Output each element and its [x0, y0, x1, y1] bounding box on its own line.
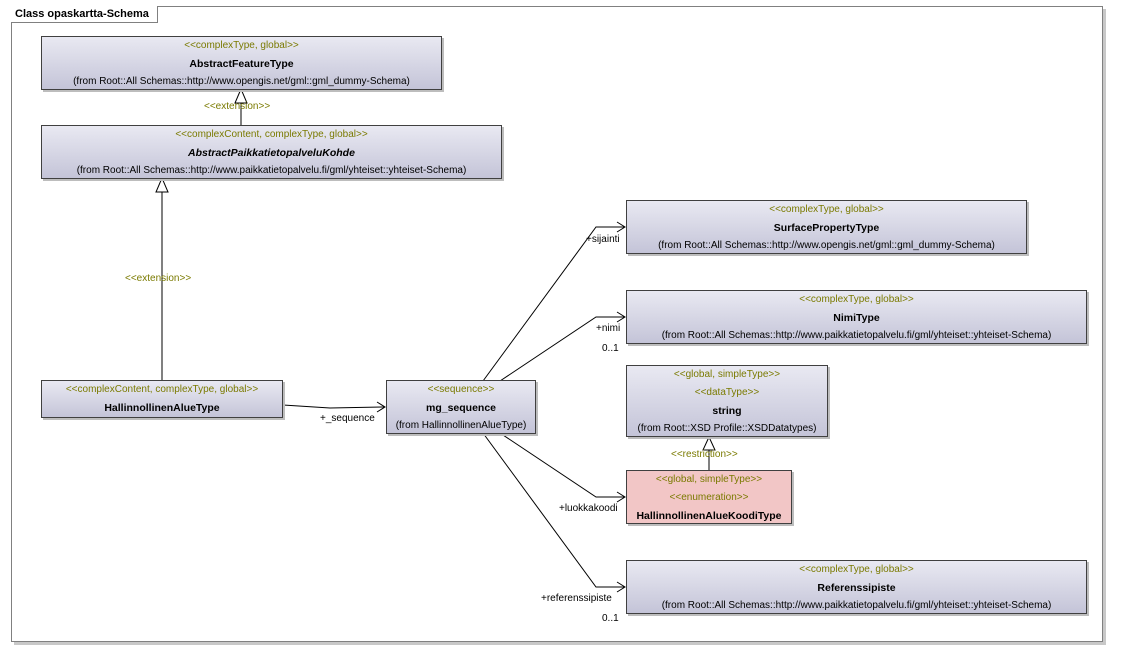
class-origin: (from HallinnollinenAlueType): [395, 420, 527, 431]
class-mg-sequence[interactable]: <<sequence>> mg_sequence (from Hallinnol…: [386, 380, 536, 434]
stereotype-label: <<global, simpleType>>: [655, 474, 763, 485]
stereotype-label: <<global, simpleType>>: [673, 369, 781, 380]
class-nimi-type[interactable]: <<complexType, global>> NimiType (from R…: [626, 290, 1087, 344]
class-name: Referenssipiste: [817, 582, 896, 594]
nimi-role-label: +nimi: [596, 323, 621, 334]
sijainti-link: [482, 226, 624, 382]
nimi-link: [499, 316, 624, 382]
diagram-title: Class opaskartta-Schema: [11, 6, 158, 23]
class-abstract-paikkatietopalvelu-kohde[interactable]: <<complexContent, complexType, global>> …: [41, 125, 502, 179]
stereotype-label-2: <<dataType>>: [694, 387, 760, 398]
restriction-arrowhead: [702, 435, 716, 451]
class-origin: (from Root::All Schemas::http://www.paik…: [76, 165, 467, 176]
class-name: NimiType: [833, 312, 880, 324]
stereotype-label: <<complexType, global>>: [799, 564, 914, 575]
sequence-role-label: +_sequence: [320, 413, 375, 424]
luokkakoodi-arrowhead: [616, 491, 626, 503]
nimi-multiplicity: 0..1: [602, 343, 619, 354]
class-origin: (from Root::All Schemas::http://www.open…: [658, 240, 995, 251]
class-name: AbstractPaikkatietopalveluKohde: [188, 147, 355, 159]
class-origin: (from Root::All Schemas::http://www.paik…: [661, 600, 1052, 611]
stereotype-label: <<complexType, global>>: [799, 294, 914, 305]
sequence-link: [282, 404, 385, 409]
class-hallinnollinen-alue-type[interactable]: <<complexContent, complexType, global>> …: [41, 380, 283, 418]
sequence-arrowhead: [376, 401, 386, 413]
class-name: AbstractFeatureType: [189, 58, 294, 70]
class-origin: (from Root::All Schemas::http://www.paik…: [661, 330, 1052, 341]
class-name: SurfacePropertyType: [773, 222, 880, 234]
class-name: HallinnollinenAlueType: [104, 402, 220, 414]
luokkakoodi-role-label: +luokkakoodi: [559, 503, 618, 514]
class-name: string: [712, 405, 742, 417]
sijainti-role-label: +sijainti: [586, 234, 620, 245]
stereotype-label: <<complexType, global>>: [769, 204, 884, 215]
stereotype-label-2: <<enumeration>>: [669, 492, 749, 503]
stereotype-label: <<complexContent, complexType, global>>: [65, 384, 259, 395]
extension-arrowhead-2: [155, 176, 169, 193]
extension-label-1: <<extension>>: [204, 101, 271, 112]
class-hallinnollinen-alue-koodi-type[interactable]: <<global, simpleType>> <<enumeration>> H…: [626, 470, 792, 524]
extension-arrowhead-1: [234, 87, 248, 104]
class-abstract-feature-type[interactable]: <<complexType, global>> AbstractFeatureT…: [41, 36, 442, 90]
class-name: HallinnollinenAlueKoodiType: [636, 510, 782, 522]
stereotype-label: <<sequence>>: [427, 384, 495, 395]
restriction-label: <<restriction>>: [671, 449, 738, 460]
stereotype-label: <<complexContent, complexType, global>>: [175, 129, 368, 140]
class-origin: (from Root::XSD Profile::XSDDatatypes): [637, 423, 817, 434]
referenssipiste-role-label: +referenssipiste: [541, 593, 612, 604]
class-origin: (from Root::All Schemas::http://www.open…: [73, 76, 410, 87]
stereotype-label: <<complexType, global>>: [184, 40, 299, 51]
extension-label-2: <<extension>>: [125, 273, 192, 284]
luokkakoodi-link: [499, 432, 624, 498]
class-surface-property-type[interactable]: <<complexType, global>> SurfacePropertyT…: [626, 200, 1027, 254]
referenssi-arrowhead: [616, 581, 626, 593]
sijainti-arrowhead: [616, 221, 626, 233]
nimi-arrowhead: [616, 311, 626, 323]
referenssi-link: [482, 432, 624, 588]
class-string[interactable]: <<global, simpleType>> <<dataType>> stri…: [626, 365, 828, 437]
class-name: mg_sequence: [425, 402, 497, 414]
class-referenssipiste[interactable]: <<complexType, global>> Referenssipiste …: [626, 560, 1087, 614]
referenssipiste-multiplicity: 0..1: [602, 613, 619, 624]
